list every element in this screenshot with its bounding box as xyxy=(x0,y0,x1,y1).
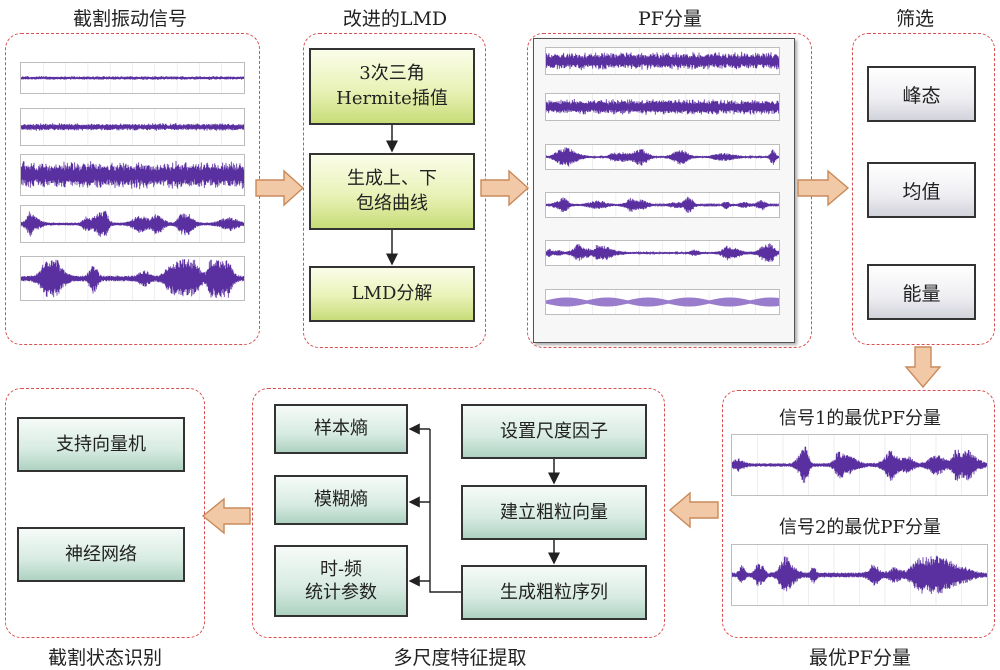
tf-stats-line-2: 统计参数 xyxy=(305,582,377,603)
block-arrow-multiscale-to-recognition xyxy=(201,497,251,535)
best-pf-section-title: 最优PF分量 xyxy=(809,647,911,669)
multiscale-section xyxy=(252,388,665,638)
hermite-line-2: Hermite插值 xyxy=(336,87,448,109)
hermite-line-1: 3次三角 xyxy=(359,63,425,85)
block-arrow-filter-to-best xyxy=(904,346,942,389)
ms-feedback-line xyxy=(429,429,461,593)
generate-coarse-sequence-box: 生成粗粒序列 xyxy=(461,565,647,620)
raw-signal-wave-1 xyxy=(20,62,245,94)
raw-signal-wave-3 xyxy=(20,154,245,196)
recognition-section-title: 截割状态识别 xyxy=(47,647,162,669)
filter-section xyxy=(852,33,995,345)
lmd-decomposition-box: LMD分解 xyxy=(309,266,475,322)
waveform-trace xyxy=(732,555,987,595)
waveform-trace xyxy=(546,51,779,71)
waveform-trace xyxy=(732,446,987,483)
pf-section-title: PF分量 xyxy=(638,8,702,30)
raw-signal-wave-2 xyxy=(20,108,245,146)
signal1-best-pf-label: 信号1的最优PF分量 xyxy=(778,408,942,429)
block-arrow-lmd-to-pf xyxy=(480,169,530,207)
waveform-trace xyxy=(546,196,779,213)
multiscale-section-title: 多尺度特征提取 xyxy=(393,647,527,669)
signal1-best-pf-wave xyxy=(731,434,988,496)
set-scale-factor-box: 设置尺度因子 xyxy=(461,404,647,459)
recognition-section xyxy=(5,388,205,638)
block-arrow-best-to-multiscale xyxy=(668,491,719,529)
waveform-trace xyxy=(546,243,779,262)
waveform-trace xyxy=(546,297,779,307)
filter-energy-box: 能量 xyxy=(867,264,976,320)
pf-wave-2 xyxy=(545,93,780,121)
signal2-best-pf-wave xyxy=(731,544,988,606)
waveform-trace xyxy=(546,147,779,167)
best-pf-section xyxy=(722,390,995,638)
pf-wave-5 xyxy=(545,240,780,266)
envelope-line-2: 包络曲线 xyxy=(356,192,428,214)
waveform-trace xyxy=(21,160,244,190)
envelope-generation-box: 生成上、下包络曲线 xyxy=(309,153,475,230)
fuzzy-entropy-box: 模糊熵 xyxy=(274,475,408,525)
pf-wave-1 xyxy=(545,47,780,75)
sample-entropy-box: 样本熵 xyxy=(274,404,408,454)
envelope-line-1: 生成上、下 xyxy=(347,168,437,190)
waveform-trace xyxy=(21,259,244,298)
svm-box: 支持向量机 xyxy=(17,417,185,472)
filter-kurtosis-box: 峰态 xyxy=(867,66,976,122)
neural-network-box: 神经网络 xyxy=(17,527,185,582)
build-coarse-vector-box: 建立粗粒向量 xyxy=(461,485,647,540)
tf-stats-line-1: 时-频 xyxy=(319,558,363,580)
waveform-trace xyxy=(21,123,244,131)
waveform-trace xyxy=(21,210,244,237)
filter-section-title: 筛选 xyxy=(895,8,934,30)
raw-signal-wave-4 xyxy=(20,205,245,243)
time-frequency-stats-box: 时-频统计参数 xyxy=(274,545,408,617)
waveform-trace xyxy=(546,98,779,116)
block-arrow-signal-to-lmd xyxy=(255,169,305,207)
waveform-trace xyxy=(21,76,244,80)
raw-signal-wave-5 xyxy=(20,256,245,301)
lmd-section-title: 改进的LMD xyxy=(342,8,448,30)
block-arrow-pf-to-filter xyxy=(797,169,850,207)
signal2-best-pf-label: 信号2的最优PF分量 xyxy=(778,517,942,538)
pf-wave-6 xyxy=(545,289,780,315)
pf-wave-4 xyxy=(545,192,780,218)
signal-section-title: 截割振动信号 xyxy=(72,8,187,30)
filter-mean-box: 均值 xyxy=(867,162,976,218)
pf-wave-3 xyxy=(545,144,780,170)
